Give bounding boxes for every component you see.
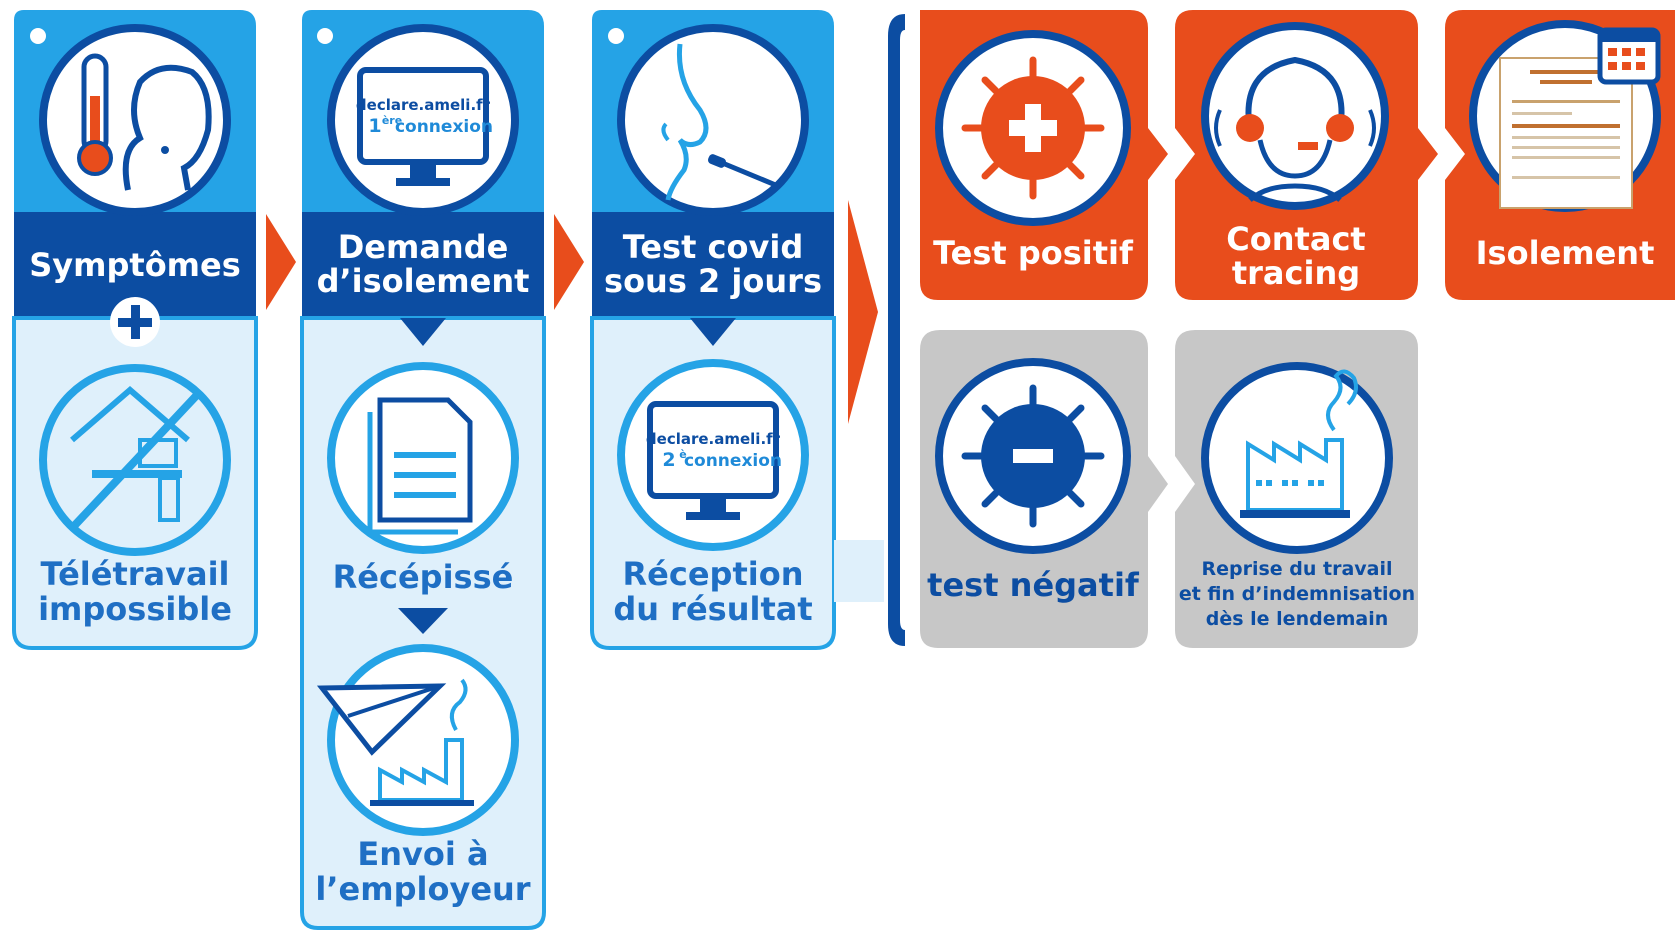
symptoms-bottom-line1: Télétravail bbox=[40, 555, 229, 593]
paper-plane-factory-icon bbox=[316, 644, 519, 836]
factory-icon bbox=[1201, 362, 1393, 554]
test-title-line1: Test covid bbox=[623, 228, 803, 266]
result-line1: Réception bbox=[623, 555, 804, 593]
nasal-swab-icon bbox=[617, 24, 809, 216]
flow-arrow-3 bbox=[848, 200, 878, 424]
negative-label-2-line3: dès le lendemain bbox=[1206, 608, 1389, 630]
positive-label-2-line1: Contact bbox=[1226, 220, 1365, 258]
flow-arrow-1 bbox=[266, 214, 296, 310]
send-line1: Envoi à bbox=[357, 835, 488, 873]
virus-minus-icon bbox=[935, 358, 1131, 554]
step-symptoms: Symptômes Télétravail impossible bbox=[12, 10, 258, 650]
no-telework-icon bbox=[39, 364, 231, 556]
positive-label-2-line2: tracing bbox=[1232, 254, 1360, 292]
test-title-line2: sous 2 jours bbox=[604, 262, 822, 300]
negative-branch: test négatif Reprise du travail et fin d… bbox=[920, 330, 1418, 648]
isolation-certificate-icon bbox=[1469, 20, 1661, 212]
virus-plus-icon bbox=[935, 30, 1131, 226]
document-icon bbox=[327, 362, 519, 554]
negative-label-2-line2: et fin d’indemnisation bbox=[1179, 583, 1415, 605]
flow-arrow-2 bbox=[554, 214, 584, 310]
positive-label-3: Isolement bbox=[1476, 234, 1655, 272]
test-screen-word: connexion bbox=[684, 451, 782, 471]
step-request: declare.ameli.fr 1 ère connexion Demande… bbox=[300, 10, 546, 930]
computer-screen-icon: declare.ameli.fr 1 ère connexion bbox=[327, 24, 519, 216]
positive-label-1: Test positif bbox=[933, 234, 1134, 272]
down-arrow bbox=[398, 608, 448, 634]
symptoms-bottom-line2: impossible bbox=[38, 590, 232, 628]
request-title-line1: Demande bbox=[338, 228, 509, 266]
request-title-line2: d’isolement bbox=[317, 262, 530, 300]
plus-icon bbox=[110, 297, 160, 347]
send-line2: l’employeur bbox=[315, 870, 530, 908]
split-bracket bbox=[888, 14, 905, 646]
symptoms-title: Symptômes bbox=[29, 246, 241, 284]
request-screen-num: 1 bbox=[368, 115, 381, 137]
negative-label-1: test négatif bbox=[927, 566, 1140, 604]
headset-operator-icon bbox=[1201, 22, 1389, 210]
step-test: Test covid sous 2 jours declare.ameli.fr… bbox=[590, 10, 884, 650]
test-screen-sup: è bbox=[679, 448, 686, 461]
request-screen-word: connexion bbox=[395, 117, 493, 137]
positive-branch: Test positif Contact tracing bbox=[920, 10, 1675, 300]
computer-screen-icon: declare.ameli.fr 2 è connexion bbox=[617, 359, 809, 551]
thermometer-person-icon bbox=[39, 24, 231, 216]
test-screen-num: 2 bbox=[662, 449, 675, 471]
request-screen-line1: declare.ameli.fr bbox=[356, 96, 491, 114]
test-screen-line1: declare.ameli.fr bbox=[646, 430, 781, 448]
negative-label-2-line1: Reprise du travail bbox=[1201, 558, 1392, 580]
request-screen-sup: ère bbox=[382, 114, 402, 127]
result-line2: du résultat bbox=[613, 590, 812, 628]
receipt-label: Récépissé bbox=[333, 558, 514, 596]
